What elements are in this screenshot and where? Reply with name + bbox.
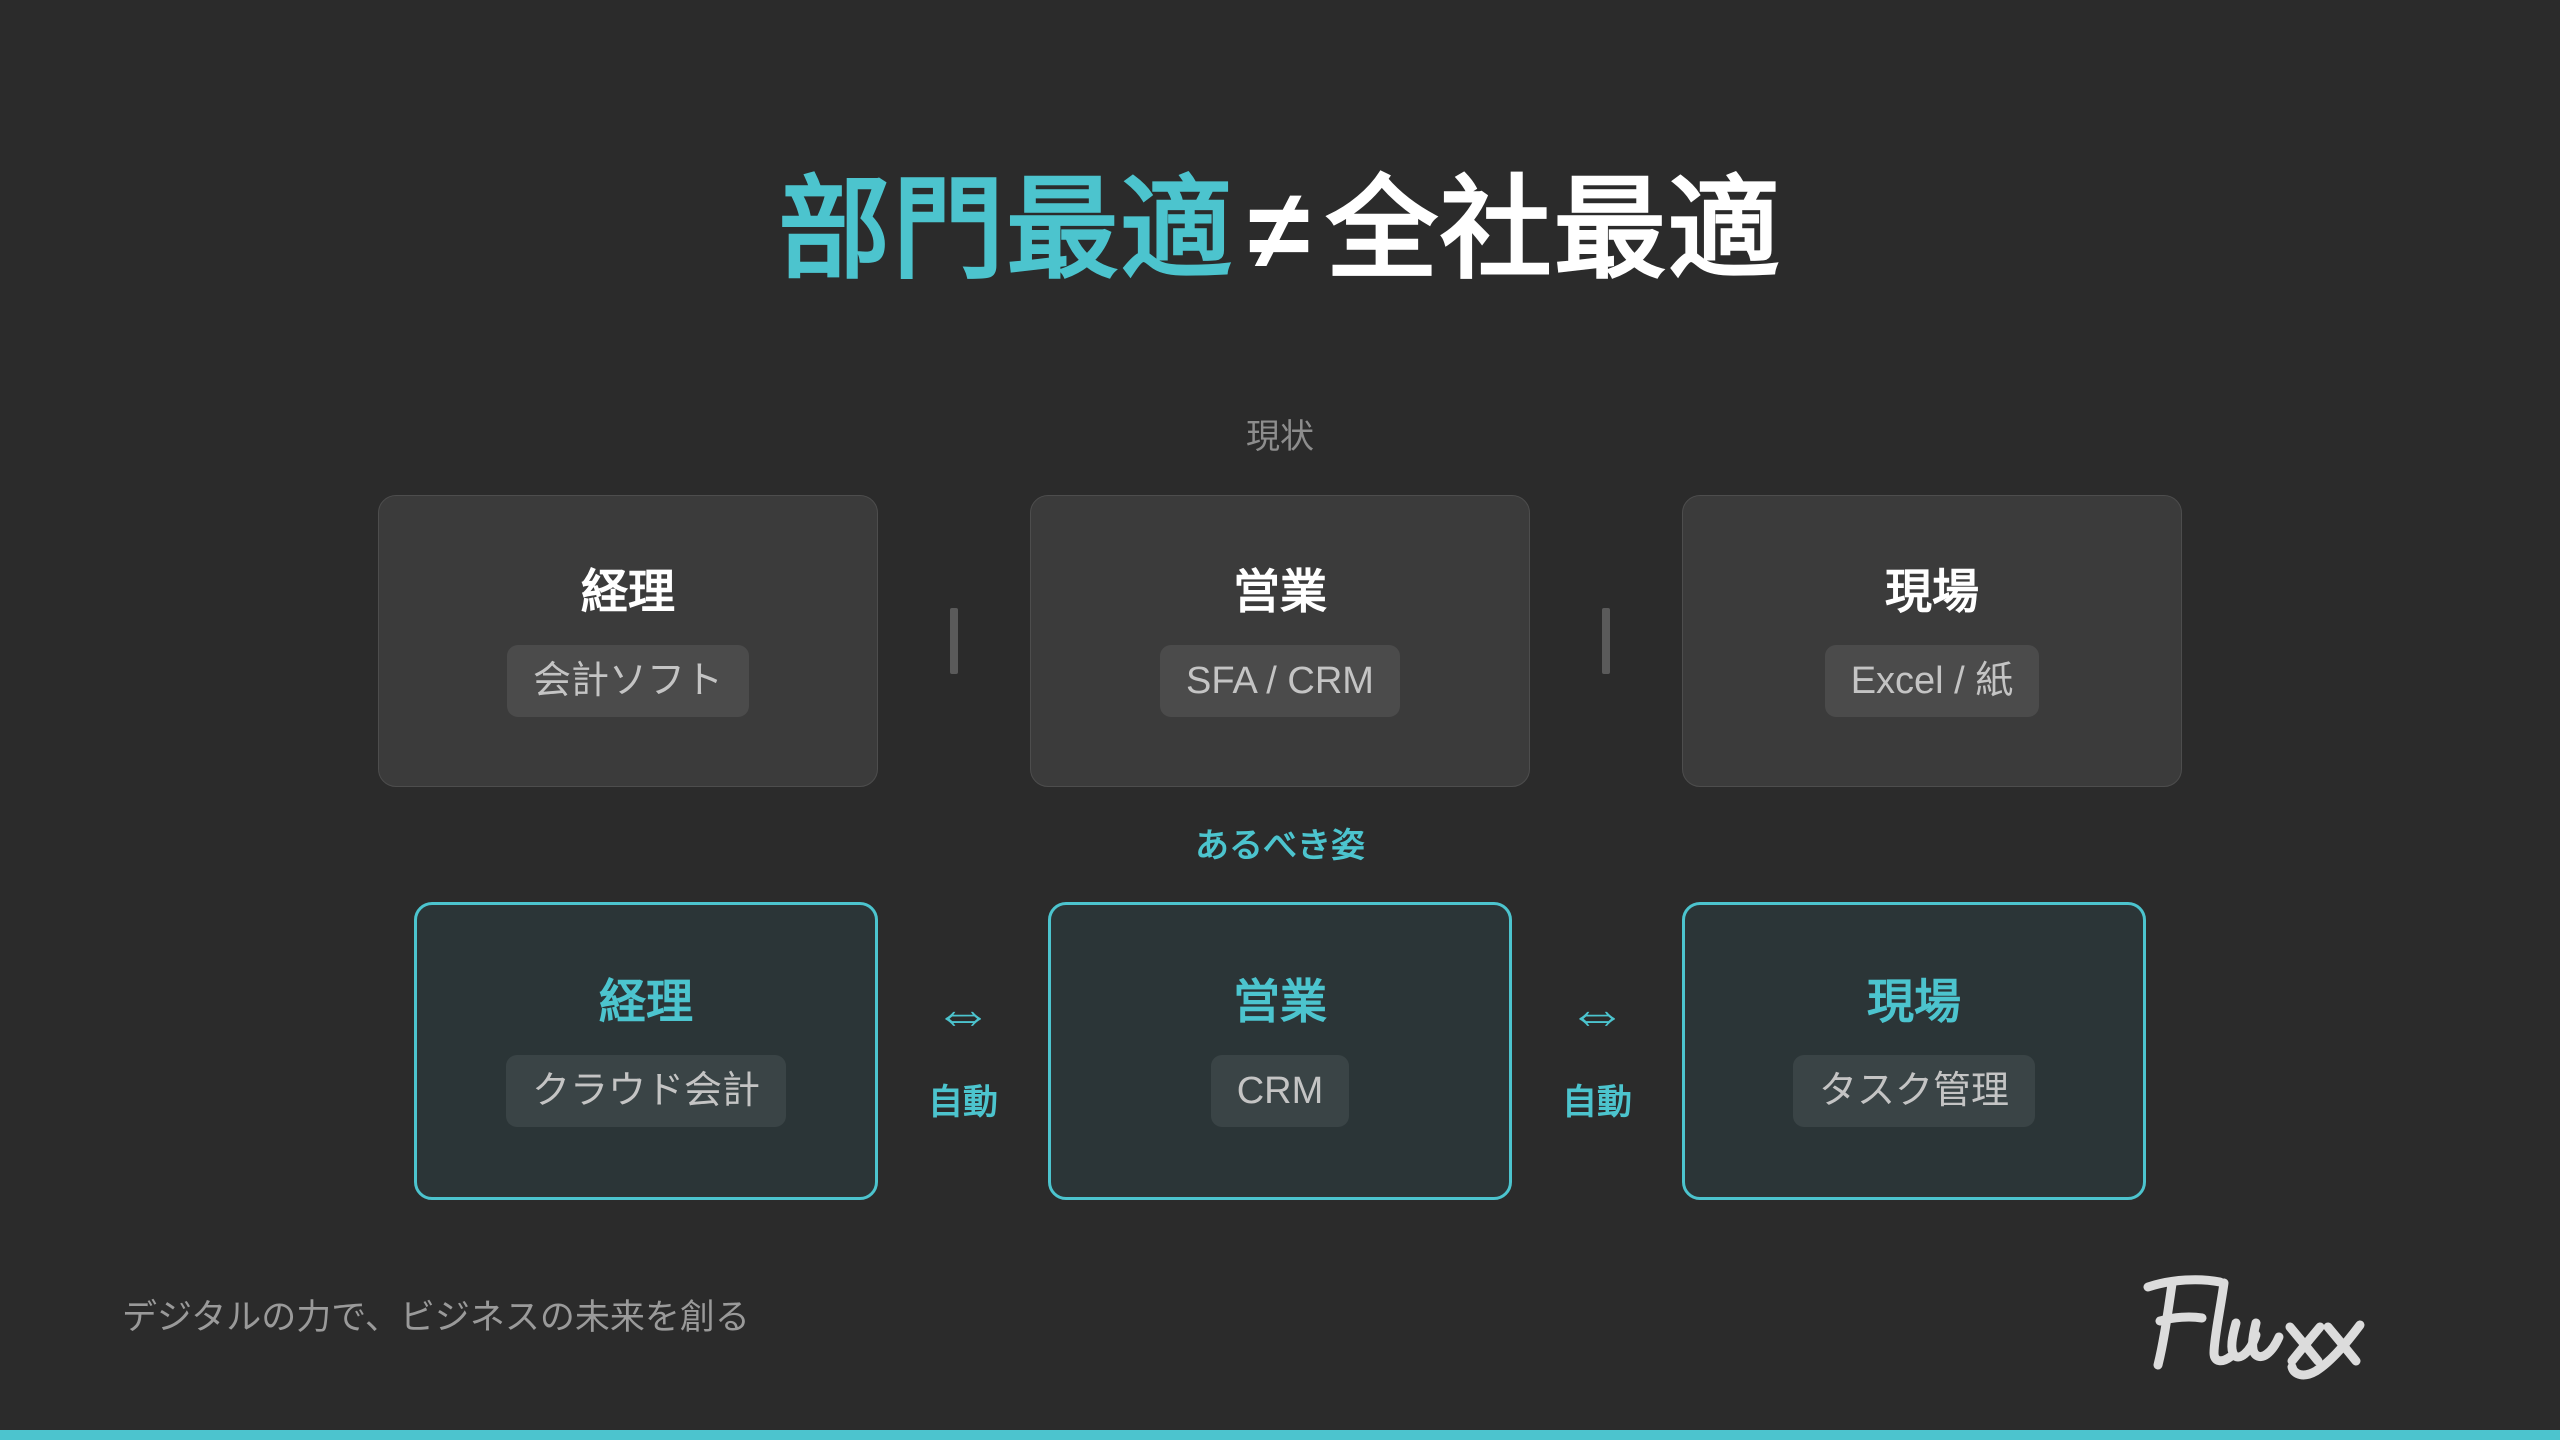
ideal-card-sales-tag: CRM <box>1210 1055 1350 1128</box>
title-plain-text: 全社最適 <box>1325 167 1782 292</box>
bottom-accent-bar <box>0 1430 2560 1440</box>
section-label-current: 現状 <box>1246 418 1314 456</box>
current-divider-1 <box>878 495 1030 787</box>
current-card-field-tag: Excel / 紙 <box>1824 645 2040 718</box>
divider-bar-icon <box>1602 608 1610 674</box>
page-title: 部門最適≠全社最適 <box>0 168 2560 291</box>
fluxx-logo-icon <box>2132 1265 2432 1385</box>
bidirectional-arrow-icon: ⇔ <box>1567 978 1627 1046</box>
ideal-card-field-title: 現場 <box>1867 974 1961 1028</box>
bidirectional-arrow-icon: ⇔ <box>933 978 993 1046</box>
ideal-card-accounting[interactable]: 経理 クラウド会計 <box>414 902 878 1200</box>
current-state-row: 経理 会計ソフト 営業 SFA / CRM 現場 Excel / 紙 <box>0 495 2560 787</box>
current-card-field[interactable]: 現場 Excel / 紙 <box>1682 495 2182 787</box>
ideal-card-accounting-title: 経理 <box>599 974 693 1028</box>
current-divider-2 <box>1530 495 1682 787</box>
current-card-sales-tag: SFA / CRM <box>1160 645 1400 718</box>
ideal-connector-2-label: 自動 <box>1561 1082 1632 1122</box>
ideal-state-row: 経理 クラウド会計 ⇔ 自動 営業 CRM ⇔ 自動 現場 タスク管理 <box>0 902 2560 1200</box>
section-label-ideal: あるべき姿 <box>1195 827 1365 865</box>
ideal-connector-1-label: 自動 <box>927 1082 998 1122</box>
current-card-sales[interactable]: 営業 SFA / CRM <box>1030 495 1530 787</box>
title-accent-text: 部門最適 <box>778 167 1235 292</box>
ideal-card-sales-title: 営業 <box>1233 974 1327 1028</box>
ideal-connector-1: ⇔ 自動 <box>878 902 1048 1200</box>
ideal-card-sales[interactable]: 営業 CRM <box>1048 902 1512 1200</box>
current-card-accounting-title: 経理 <box>581 564 675 618</box>
title-not-equal-symbol: ≠ <box>1248 167 1312 292</box>
current-card-accounting[interactable]: 経理 会計ソフト <box>378 495 878 787</box>
current-card-field-title: 現場 <box>1885 564 1979 618</box>
divider-bar-icon <box>950 608 958 674</box>
current-card-accounting-tag: 会計ソフト <box>506 645 749 718</box>
current-card-sales-title: 営業 <box>1233 564 1327 618</box>
ideal-card-field[interactable]: 現場 タスク管理 <box>1682 902 2146 1200</box>
ideal-connector-2: ⇔ 自動 <box>1512 902 1682 1200</box>
ideal-card-accounting-tag: クラウド会計 <box>505 1055 786 1128</box>
footer-tagline: デジタルの力で、ビジネスの未来を創る <box>122 1298 750 1337</box>
ideal-card-field-tag: タスク管理 <box>1792 1055 2035 1128</box>
